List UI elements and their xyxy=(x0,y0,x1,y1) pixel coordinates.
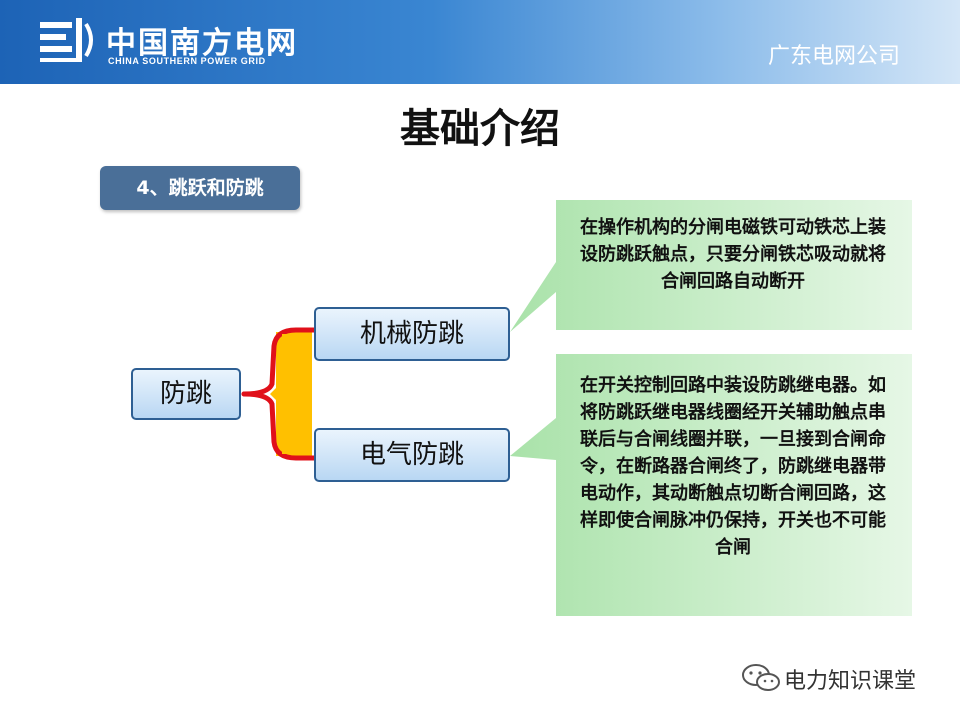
logo-chinese-name: 中国南方电网 xyxy=(106,26,298,61)
callout-mechanical-text: 在操作机构的分闸电磁铁可动铁芯上装设防跳跃触点，只要分闸铁芯吸动就将合闸回路自动… xyxy=(580,217,886,292)
callout-b-bubble xyxy=(510,354,912,616)
section-label: 4、跳跃和防跳 xyxy=(100,166,300,210)
page-title: 基础介绍 xyxy=(400,106,560,152)
callout-a-bubble xyxy=(510,200,912,332)
node-mechanical: 机械防跳 xyxy=(314,307,510,361)
watermark-text: 电力知识课堂 xyxy=(784,669,917,694)
company-name: 广东电网公司 xyxy=(767,44,900,69)
csg-logo-icon xyxy=(40,18,93,62)
wechat-icon xyxy=(742,664,780,691)
header-banner: 中国南方电网 CHINA SOUTHERN POWER GRID 广东电网公司 xyxy=(0,0,960,84)
node-electrical: 电气防跳 xyxy=(314,428,510,482)
callout-electrical-text: 在开关控制回路中装设防跳继电器。如将防跳跃继电器线圈经开关辅助触点串联后与合闸线… xyxy=(580,375,886,558)
node-root: 防跳 xyxy=(131,368,241,420)
logo-english-name: CHINA SOUTHERN POWER GRID xyxy=(108,56,266,66)
